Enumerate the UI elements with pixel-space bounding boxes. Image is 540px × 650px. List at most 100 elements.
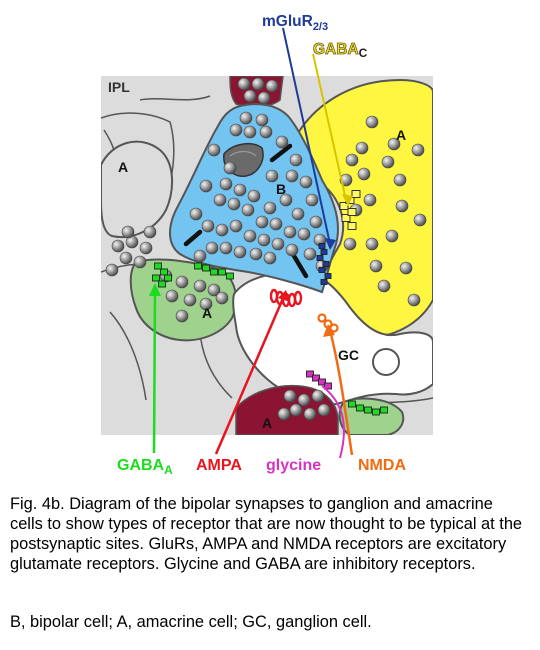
ampa-label: AMPA xyxy=(196,457,242,474)
amacrine-label-maroon: A xyxy=(262,415,272,431)
vesicle xyxy=(189,207,203,221)
vesicle xyxy=(239,111,253,125)
vesicle xyxy=(411,143,425,157)
vesicle xyxy=(251,77,265,91)
vesicle xyxy=(309,215,323,229)
vesicle xyxy=(201,219,215,233)
amacrine-cell-top-left xyxy=(101,140,174,238)
vesicle xyxy=(269,217,283,231)
vesicle xyxy=(299,175,313,189)
bipolar-label: B xyxy=(276,181,286,197)
vesicle xyxy=(227,197,241,211)
vesicle xyxy=(393,173,407,187)
pointer-lines xyxy=(152,27,354,459)
vesicle xyxy=(121,225,135,239)
gabaa-receptors-top xyxy=(194,262,234,280)
vesicle xyxy=(139,241,153,255)
glycine-label: glycine xyxy=(266,457,321,474)
vesicle xyxy=(257,91,271,105)
glycine-pointer xyxy=(321,385,345,459)
vesicle xyxy=(199,297,213,311)
vesicle xyxy=(279,193,293,207)
vesicle xyxy=(133,255,147,269)
vesicle xyxy=(311,389,325,403)
vesicle xyxy=(357,167,371,181)
vesicle xyxy=(291,207,305,221)
retina-synapse-diagram: IPL B A A A A GC mGluR2/3 GABAC GABAA AM… xyxy=(101,13,433,477)
vesicle xyxy=(305,193,319,207)
vesicle xyxy=(255,113,269,127)
vesicle xyxy=(289,153,303,167)
vesicle xyxy=(219,241,233,255)
vesicle xyxy=(271,237,285,251)
vesicle xyxy=(355,141,369,155)
pointer-arrowheads xyxy=(149,194,353,337)
vesicle xyxy=(105,263,119,277)
amacrine-label-green: A xyxy=(202,305,212,321)
vesicle xyxy=(233,245,247,259)
vesicle xyxy=(183,293,197,307)
ampa-pointer xyxy=(214,295,286,455)
gabac-pointer xyxy=(312,53,347,201)
vesicle xyxy=(343,237,357,251)
vesicle xyxy=(199,179,213,193)
vesicle xyxy=(263,251,277,265)
vesicle xyxy=(241,203,255,217)
vesicle xyxy=(247,189,261,203)
gabaa-label: GABAA xyxy=(117,457,173,477)
vesicle xyxy=(387,137,401,151)
vesicle xyxy=(395,199,409,213)
glycine-receptors xyxy=(306,370,332,390)
vesicle xyxy=(229,219,243,233)
amacrine-label-left: A xyxy=(118,159,128,175)
vesicle xyxy=(407,293,421,307)
vesicle xyxy=(263,201,277,215)
vesicle xyxy=(303,407,317,421)
vesicle xyxy=(345,153,359,167)
ganglion-label: GC xyxy=(338,347,359,363)
vesicle xyxy=(243,229,257,243)
vesicle xyxy=(283,389,297,403)
cell-labels: IPL B A A A A GC xyxy=(108,79,406,431)
synaptic-ribbons xyxy=(183,143,309,279)
vesicle xyxy=(143,225,157,239)
vesicle xyxy=(213,193,227,207)
vesicle xyxy=(365,115,379,129)
vesicle xyxy=(285,169,299,183)
nmda-pointer xyxy=(328,329,354,456)
vesicle xyxy=(289,403,303,417)
vesicle xyxy=(277,407,291,421)
vesicle xyxy=(257,233,271,247)
vesicle xyxy=(297,227,311,241)
vesicle xyxy=(317,403,331,417)
vesicle xyxy=(303,247,317,261)
vesicle xyxy=(377,279,391,293)
vesicle xyxy=(381,155,395,169)
vesicle xyxy=(175,309,189,323)
vesicle xyxy=(165,289,179,303)
mglur-pointer xyxy=(282,27,331,245)
vesicle xyxy=(259,125,273,139)
vesicle xyxy=(207,283,221,297)
vesicle xyxy=(265,79,279,93)
vesicle xyxy=(363,193,377,207)
vesicle xyxy=(275,135,289,149)
mglur-receptors xyxy=(316,243,332,285)
vesicle xyxy=(413,213,427,227)
vesicle xyxy=(215,223,229,237)
vesicle xyxy=(399,261,413,275)
vesicle xyxy=(215,291,229,305)
vesicle xyxy=(193,279,207,293)
figure-caption: Fig. 4b. Diagram of the bipolar synapses… xyxy=(10,495,523,573)
gabaa-receptors-left xyxy=(152,262,172,288)
vesicle xyxy=(243,125,257,139)
vesicle xyxy=(385,229,399,243)
vesicle xyxy=(193,249,207,263)
vesicle xyxy=(119,251,133,265)
gabaa-receptors-right xyxy=(348,400,388,416)
vesicle xyxy=(111,239,125,253)
vesicle xyxy=(175,275,189,289)
vesicle xyxy=(223,161,237,175)
vesicle xyxy=(265,169,279,183)
vesicle xyxy=(255,215,269,229)
